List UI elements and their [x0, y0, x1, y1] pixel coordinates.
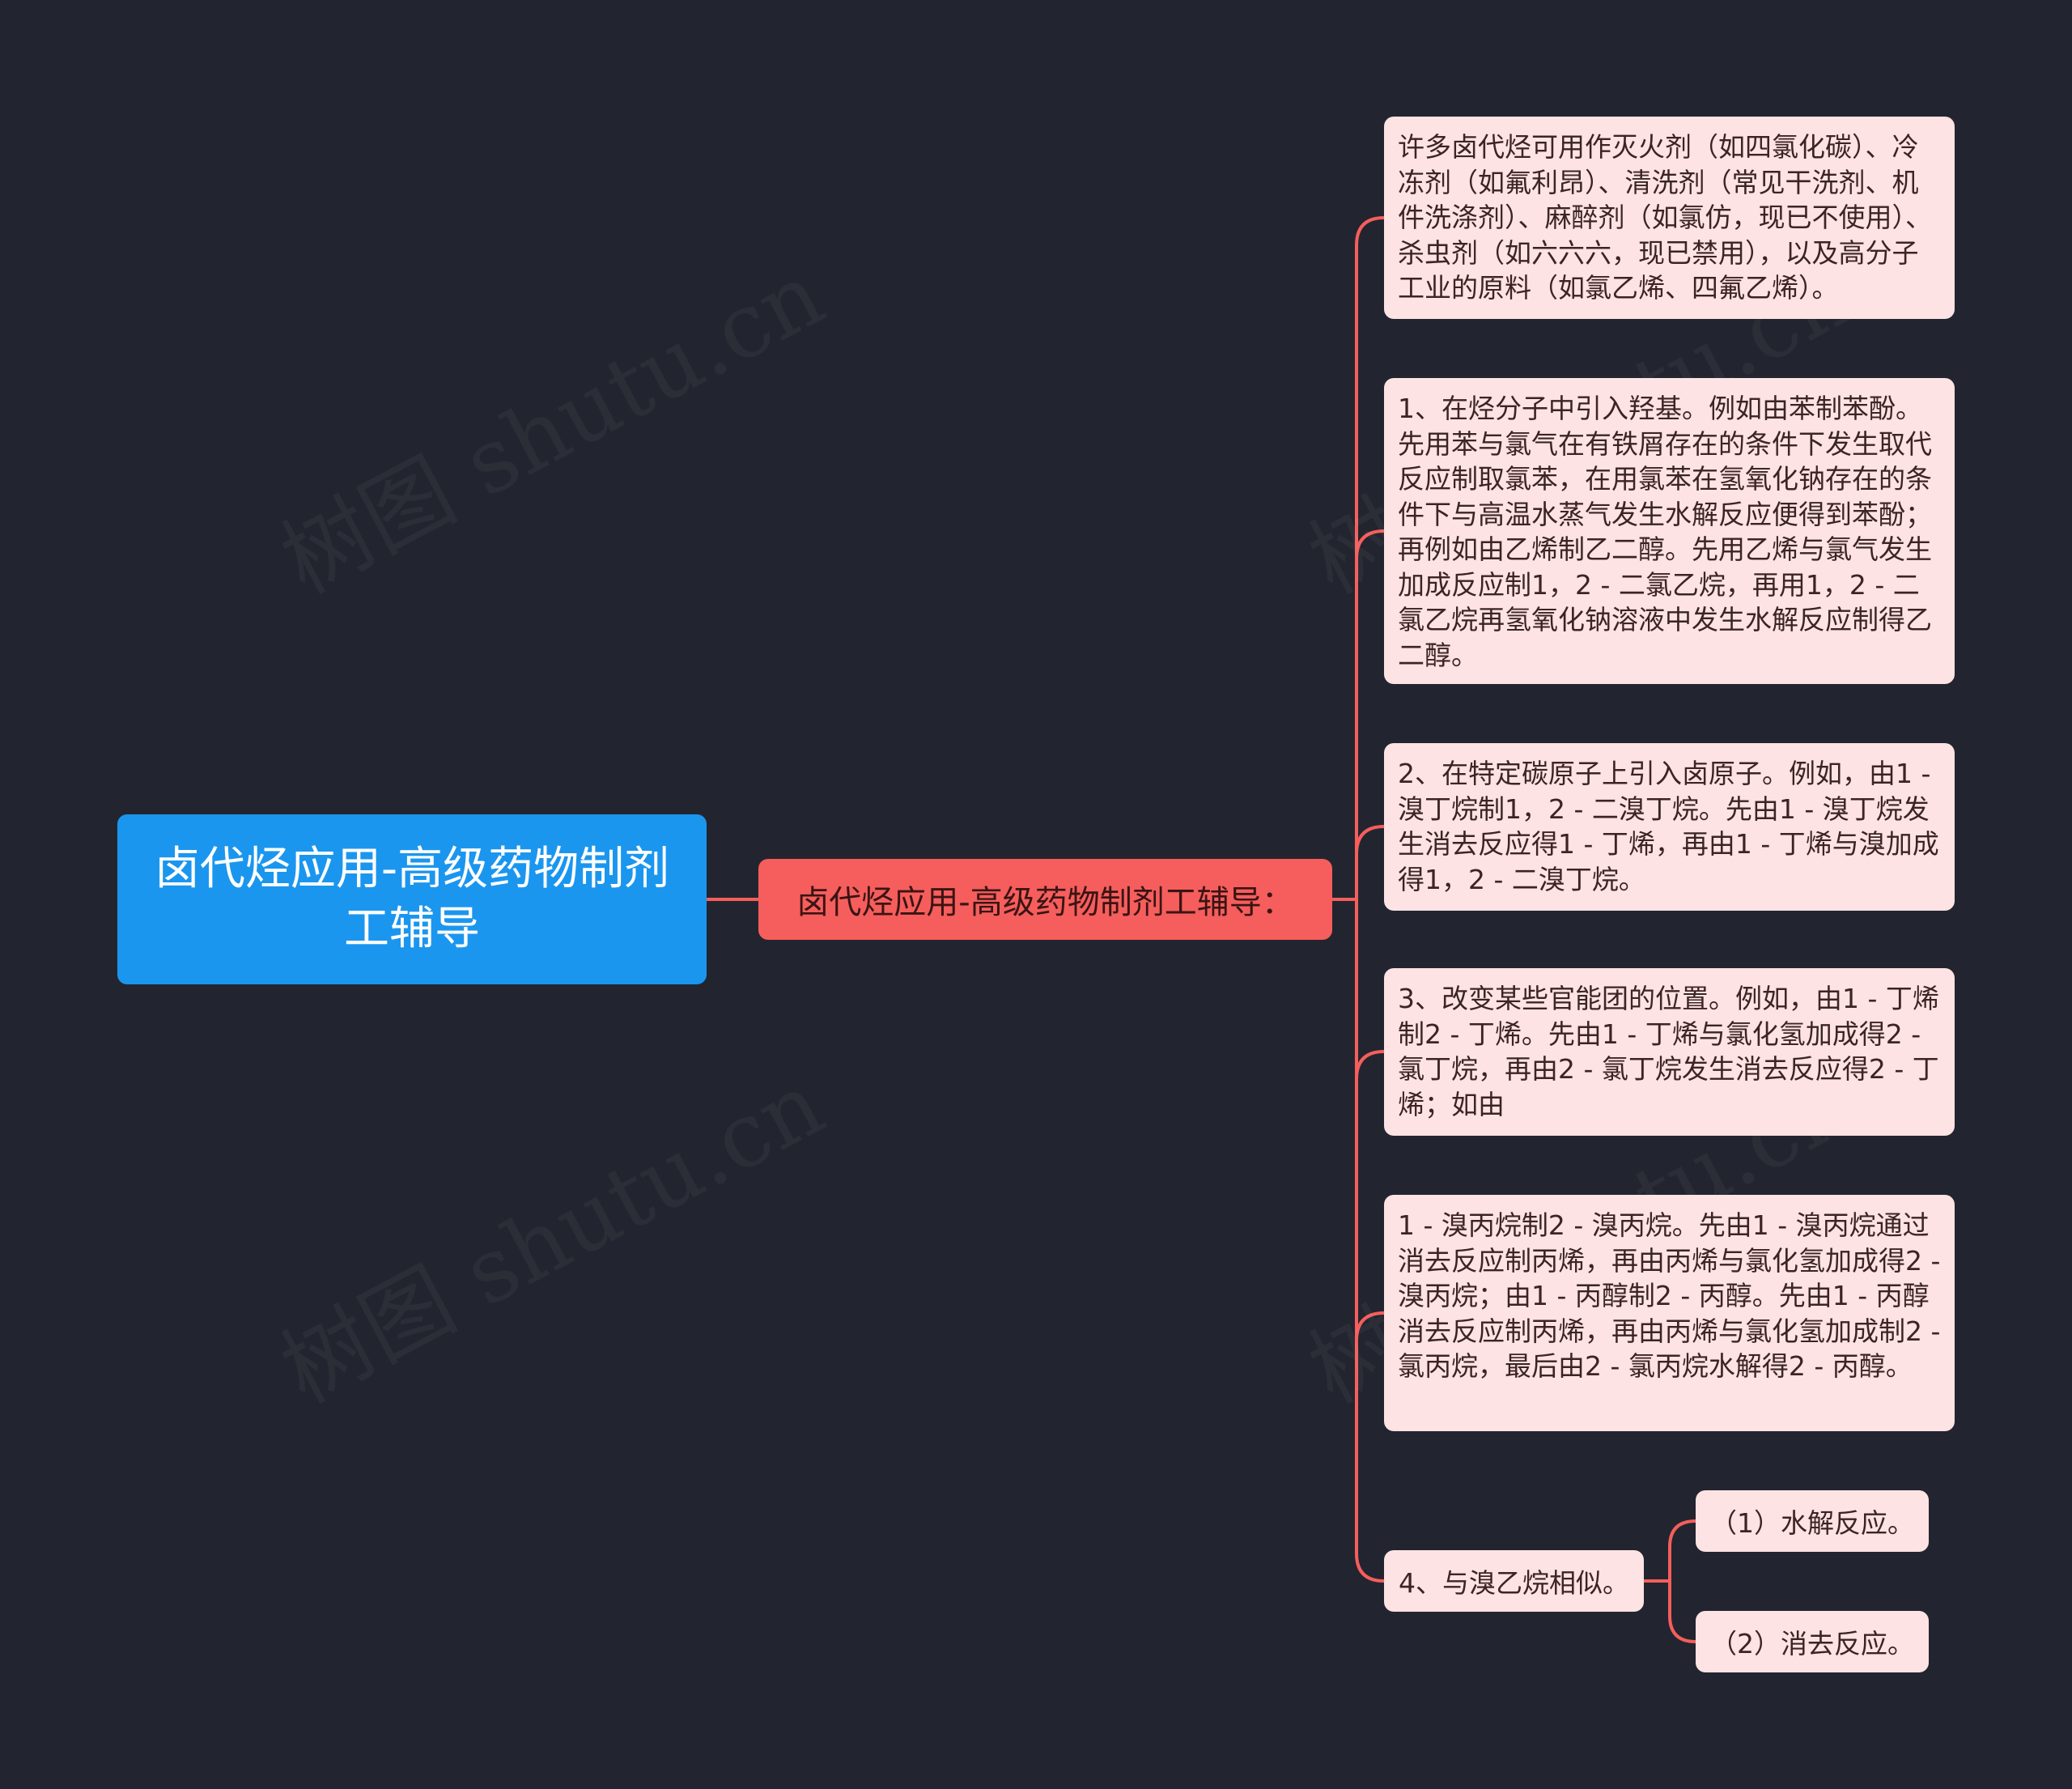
sub-node-hydrolysis[interactable]: （1）水解反应。	[1696, 1490, 1929, 1552]
main-topic-label: 卤代烃应用-高级药物制剂工辅导：	[796, 884, 1294, 921]
sub-text: （1）水解反应。	[1710, 1507, 1914, 1539]
connector-leaf-4	[1355, 1311, 1386, 1342]
leaf-text: 2、在特定碳原子上引入卤原子。例如，由1 - 溴丁烷制1，2 - 二溴丁烷。先由…	[1398, 758, 1939, 895]
connector-trunk	[1355, 216, 1386, 1583]
sub-node-elimination[interactable]: （2）消去反应。	[1696, 1611, 1929, 1672]
leaf-text: 1、在烃分子中引入羟基。例如由苯制苯酚。先用苯与氯气在有铁屑存在的条件下发生取代…	[1398, 393, 1932, 671]
root-topic-label: 卤代烃应用-高级药物制剂工辅导	[154, 843, 670, 955]
leaf-node-bromopropane[interactable]: 1 - 溴丙烷制2 - 溴丙烷。先由1 - 溴丙烷通过消去反应制丙烯，再由丙烯与…	[1384, 1195, 1955, 1431]
connector-leaf-1	[1355, 529, 1386, 560]
leaf-text: 4、与溴乙烷相似。	[1399, 1567, 1629, 1599]
leaf-node-hydroxyl[interactable]: 1、在烃分子中引入羟基。例如由苯制苯酚。先用苯与氯气在有铁屑存在的条件下发生取代…	[1384, 378, 1955, 684]
leaf-text: 1 - 溴丙烷制2 - 溴丙烷。先由1 - 溴丙烷通过消去反应制丙烯，再由丙烯与…	[1398, 1209, 1941, 1382]
connector-subs	[1668, 1519, 1697, 1643]
sub-text: （2）消去反应。	[1710, 1628, 1914, 1659]
leaf-text: 许多卤代烃可用作灭火剂（如四氯化碳）、冷冻剂（如氟利昂）、清洗剂（常见干洗剂、机…	[1398, 131, 1932, 304]
leaf-node-applications[interactable]: 许多卤代烃可用作灭火剂（如四氯化碳）、冷冻剂（如氟利昂）、清洗剂（常见干洗剂、机…	[1384, 117, 1955, 319]
root-topic-node[interactable]: 卤代烃应用-高级药物制剂工辅导	[117, 814, 707, 984]
leaf-text: 3、改变某些官能团的位置。例如，由1 - 丁烯制2 - 丁烯。先由1 - 丁烯与…	[1398, 983, 1939, 1120]
connector-leaf-3	[1355, 1050, 1386, 1081]
leaf-node-halogen[interactable]: 2、在特定碳原子上引入卤原子。例如，由1 - 溴丁烷制1，2 - 二溴丁烷。先由…	[1384, 743, 1955, 911]
main-topic-node[interactable]: 卤代烃应用-高级药物制剂工辅导：	[758, 859, 1332, 940]
leaf-node-similar-bromoethane[interactable]: 4、与溴乙烷相似。	[1384, 1550, 1644, 1612]
connector-leaf-2	[1355, 825, 1386, 856]
leaf-node-functional-group[interactable]: 3、改变某些官能团的位置。例如，由1 - 丁烯制2 - 丁烯。先由1 - 丁烯与…	[1384, 968, 1955, 1136]
